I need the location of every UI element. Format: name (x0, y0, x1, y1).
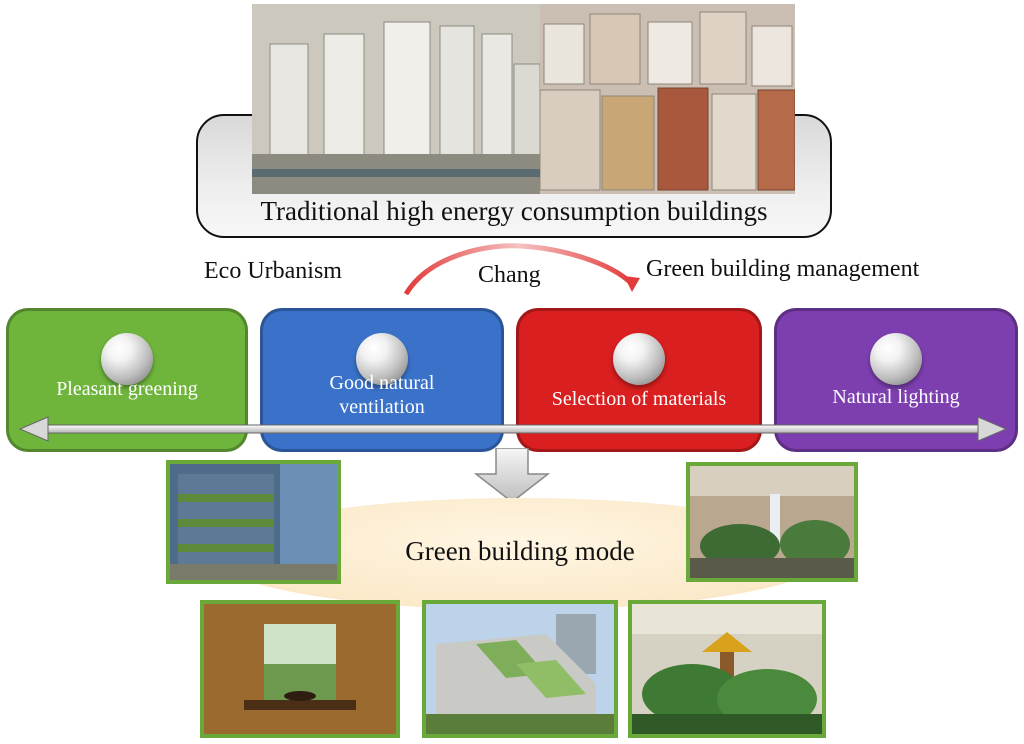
indoor-waterfall-photo (686, 462, 858, 582)
mode-title: Green building mode (405, 536, 635, 566)
bamboo-room-photo (200, 600, 400, 738)
atrium-pavilion-photo (628, 600, 826, 738)
category-label: Selection of materials (551, 388, 727, 410)
change-label: Chang (478, 262, 541, 288)
sphere-icon (356, 333, 408, 385)
dense-city-photo (540, 4, 795, 194)
green-roof-photo (422, 600, 618, 738)
double-arrow (18, 416, 1008, 442)
green-building-management-label: Green building management (646, 256, 920, 282)
top-title: Traditional high energy consumption buil… (260, 196, 768, 226)
curved-arrow (403, 243, 640, 296)
eco-urbanism-label: Eco Urbanism (204, 258, 342, 284)
category-label: Natural lighting (832, 386, 960, 408)
down-arrow (474, 448, 550, 503)
high-rise-photo (252, 4, 540, 194)
sphere-icon (101, 333, 153, 385)
category-label: Good natural ventilation (329, 372, 435, 418)
category-label: Pleasant greening (56, 378, 198, 400)
sphere-icon (613, 333, 665, 385)
sphere-icon (870, 333, 922, 385)
vertical-garden-photo (166, 460, 341, 584)
